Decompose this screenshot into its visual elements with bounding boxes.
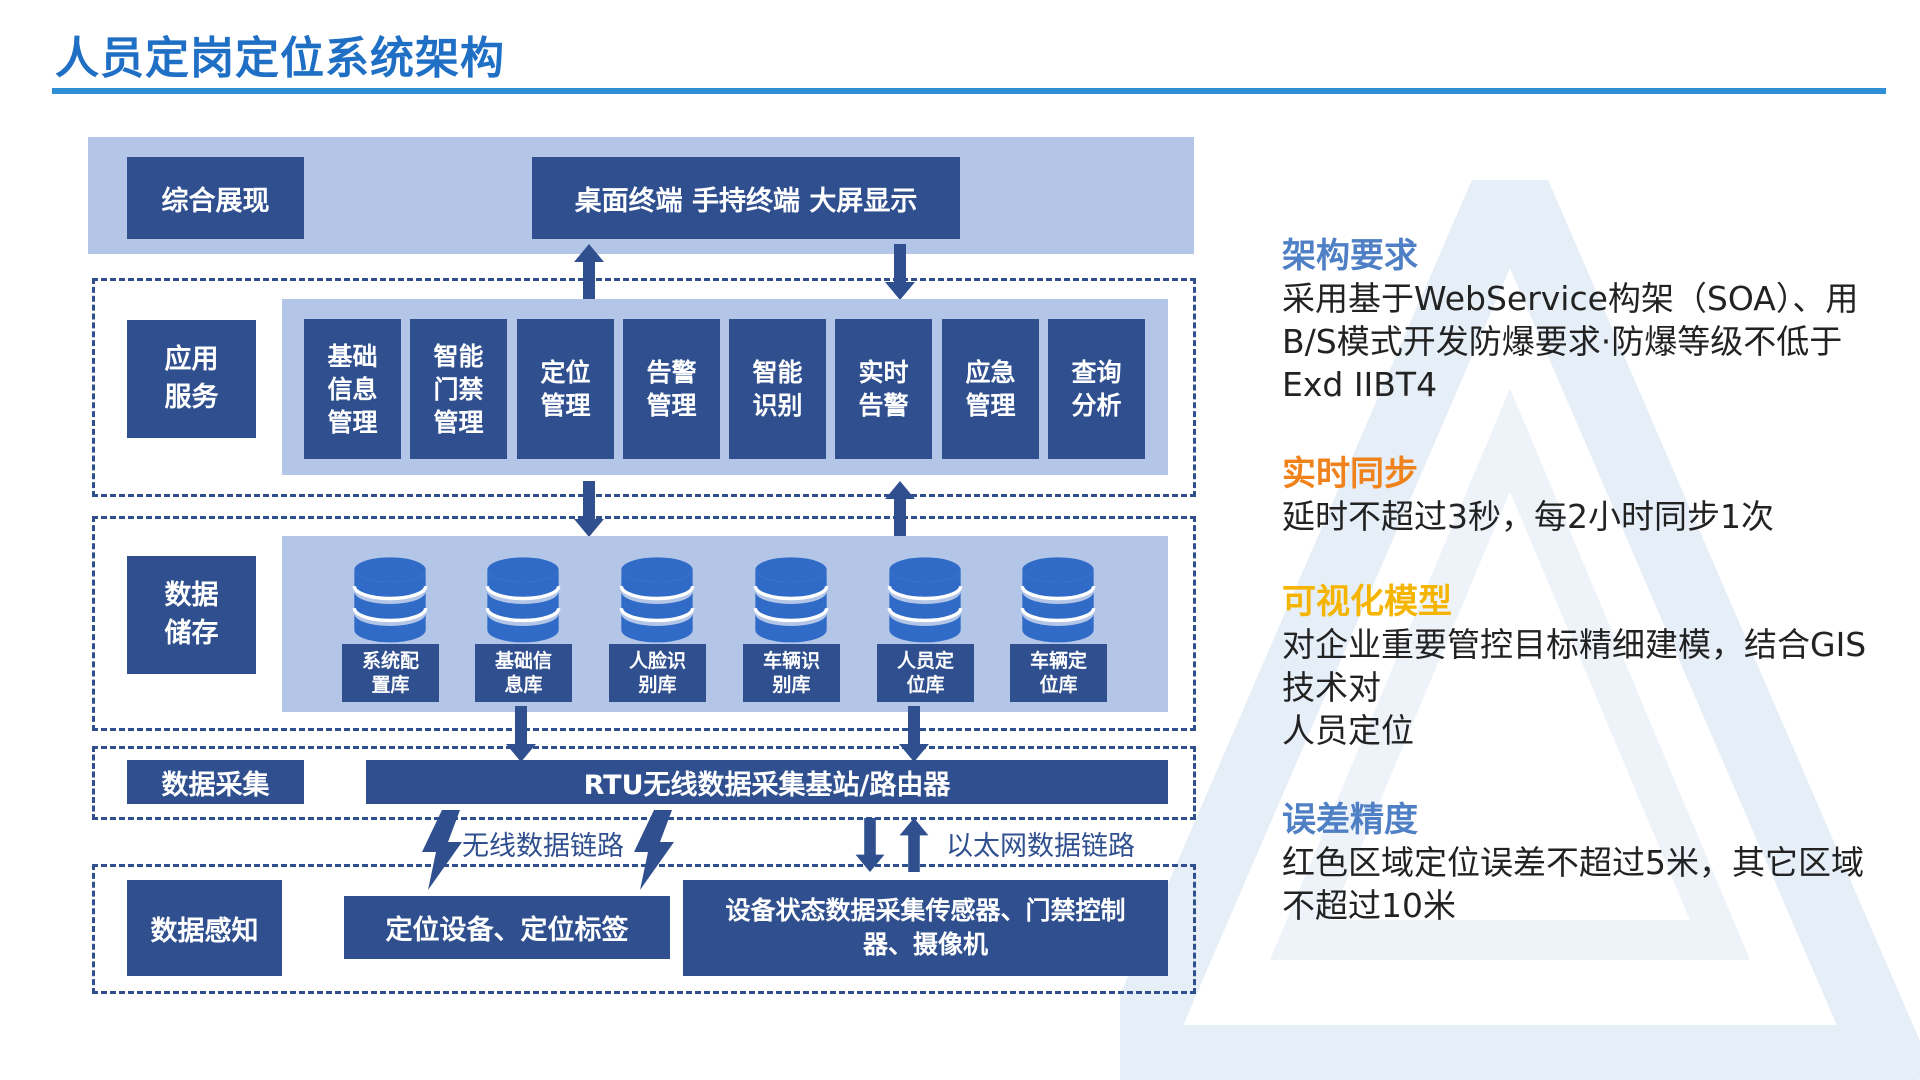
arrow-up-icon	[885, 481, 915, 537]
module-recognition: 智能 识别	[729, 319, 826, 459]
database-icon	[352, 557, 428, 643]
requirement-body: 采用基于WebService构架（SOA）、用B/S模式开发防爆要求·防爆等级不…	[1282, 279, 1859, 404]
database-icon	[485, 557, 561, 643]
module-emergency: 应急 管理	[942, 319, 1039, 459]
sensors-devices-box: 设备状态数据采集传感器、门禁控制 器、摄像机	[683, 880, 1168, 976]
page-title: 人员定岗定位系统架构	[55, 33, 505, 84]
database-vehicle-recognition: 车辆识 别库	[731, 556, 851, 706]
collection-layer-label: 数据采集	[127, 760, 304, 804]
requirement-body: 对企业重要管控目标精细建模，结合GIS技术对 人员定位	[1282, 625, 1867, 750]
application-layer-label: 应用 服务	[127, 320, 256, 438]
database-vehicle-position: 车辆定 位库	[998, 556, 1118, 706]
arrow-up-icon	[899, 818, 929, 872]
application-layer-frame	[92, 278, 1196, 497]
database-face-recognition: 人脸识 别库	[597, 556, 717, 706]
requirement-body: 红色区域定位误差不超过5米，其它区域不超过10米	[1282, 843, 1864, 925]
watermark-triangle-graphic	[1120, 180, 1920, 1080]
arrow-down-icon	[855, 818, 885, 872]
database-label: 人脸识 别库	[609, 644, 706, 702]
requirement-heading: 误差精度	[1282, 800, 1418, 840]
database-icon	[887, 557, 963, 643]
ethernet-link-label: 以太网数据链路	[946, 831, 1135, 862]
storage-layer-frame	[92, 516, 1196, 731]
requirement-heading: 架构要求	[1282, 236, 1418, 276]
lightning-icon	[634, 810, 674, 890]
database-icon	[753, 557, 829, 643]
arrow-down-icon	[574, 481, 604, 537]
arrow-up-icon	[574, 244, 604, 300]
requirement-body: 延时不超过3秒，每2小时同步1次	[1282, 497, 1774, 536]
module-access-control: 智能 门禁 管理	[410, 319, 507, 459]
database-system-config: 系统配 置库	[330, 556, 450, 706]
lightning-icon	[422, 810, 462, 890]
database-icon	[619, 557, 695, 643]
module-query-analysis: 查询 分析	[1048, 319, 1145, 459]
module-alarm: 告警 管理	[623, 319, 720, 459]
positioning-devices-box: 定位设备、定位标签	[344, 896, 670, 959]
requirement-accuracy: 误差精度 红色区域定位误差不超过5米，其它区域不超过10米	[1282, 792, 1872, 927]
arrow-down-icon	[885, 244, 915, 300]
database-label: 系统配 置库	[342, 644, 439, 702]
requirement-heading: 可视化模型	[1282, 582, 1452, 622]
wireless-link-label: 无线数据链路	[462, 831, 624, 862]
presentation-layer-label: 综合展现	[127, 157, 304, 239]
database-label: 基础信 息库	[475, 644, 572, 702]
perception-layer-label: 数据感知	[127, 880, 282, 976]
module-realtime-alarm: 实时 告警	[835, 319, 932, 459]
database-basic-info: 基础信 息库	[463, 556, 583, 706]
collection-layer-frame	[92, 746, 1196, 820]
application-modules-row: 基础 信息 管理 智能 门禁 管理 定位 管理 告警 管理 智能 识别 实时 告…	[304, 319, 1154, 459]
storage-layer-label: 数据 储存	[127, 556, 256, 674]
database-personnel-position: 人员定 位库	[865, 556, 985, 706]
database-label: 车辆定 位库	[1010, 644, 1107, 702]
database-icon	[1020, 557, 1096, 643]
module-positioning: 定位 管理	[517, 319, 614, 459]
presentation-terminals-box: 桌面终端 手持终端 大屏显示	[532, 157, 960, 239]
requirement-heading: 实时同步	[1282, 454, 1418, 494]
requirement-sync: 实时同步 延时不超过3秒，每2小时同步1次	[1282, 446, 1872, 538]
database-label: 车辆识 别库	[743, 644, 840, 702]
module-basic-info: 基础 信息 管理	[304, 319, 401, 459]
requirement-visual-model: 可视化模型 对企业重要管控目标精细建模，结合GIS技术对 人员定位	[1282, 574, 1872, 752]
perception-layer-frame	[92, 864, 1196, 994]
title-underline	[52, 88, 1886, 94]
requirement-architecture: 架构要求 采用基于WebService构架（SOA）、用B/S模式开发防爆要求·…	[1282, 228, 1872, 406]
database-label: 人员定 位库	[877, 644, 974, 702]
rtu-gateway-box: RTU无线数据采集基站/路由器	[366, 760, 1168, 804]
